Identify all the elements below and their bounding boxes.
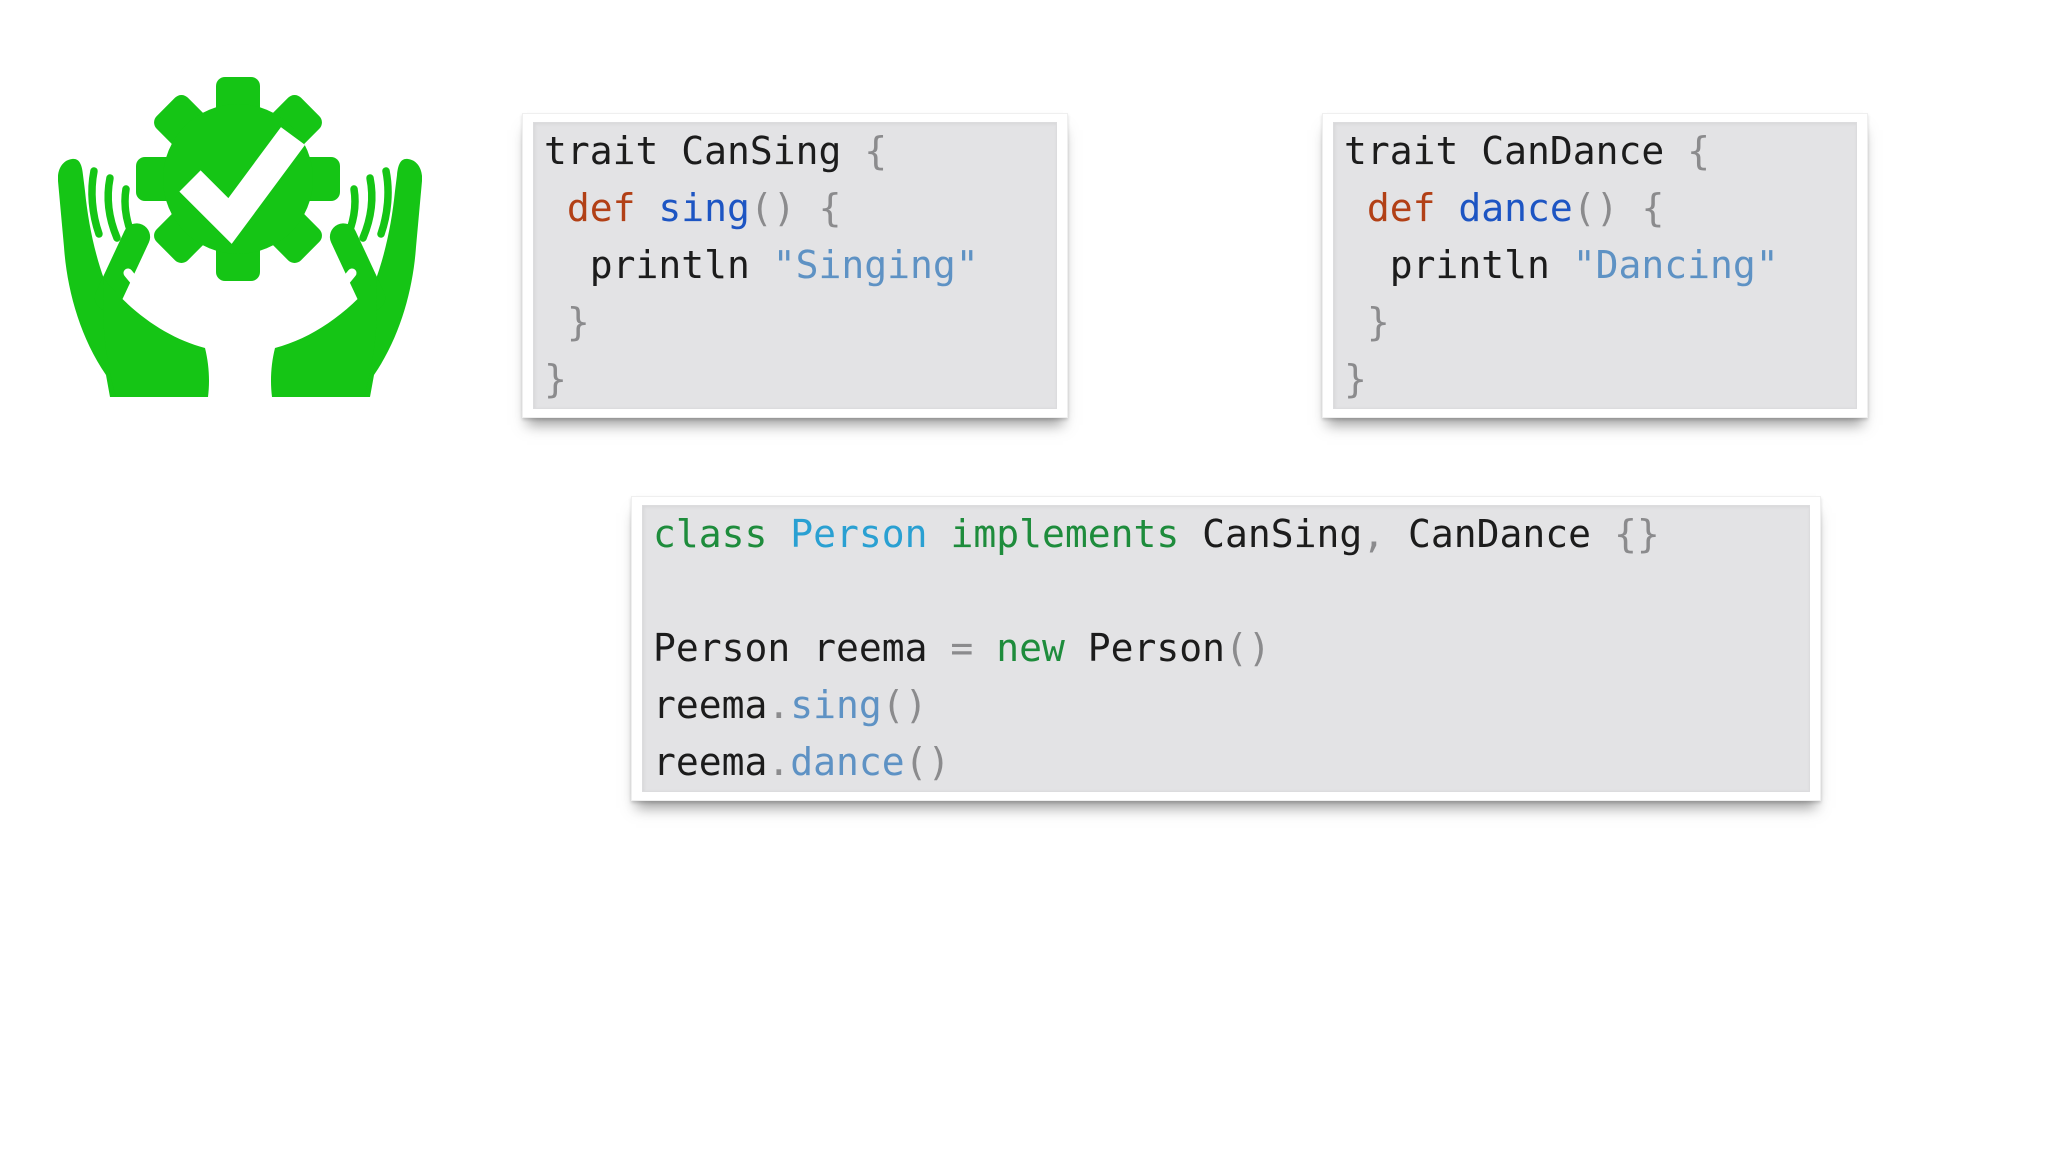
code-box-can-dance-surface: trait CanDance { def dance() { println "… <box>1333 122 1857 409</box>
code-token: { <box>864 129 888 173</box>
code-snippet-person: class Person implements CanSing, CanDanc… <box>653 506 1799 791</box>
code-token: CanDance <box>1385 512 1614 556</box>
code-token: , <box>1362 512 1386 556</box>
code-token <box>544 186 567 230</box>
code-token: } <box>1344 357 1367 401</box>
code-token <box>1436 186 1459 230</box>
code-token: . <box>767 740 791 784</box>
code-token: () <box>1572 186 1619 230</box>
code-token: "Singing" <box>772 243 979 287</box>
code-token: () <box>749 186 796 230</box>
code-token: dance <box>1458 186 1573 230</box>
code-token: . <box>767 683 791 727</box>
code-token: trait CanDance <box>1344 129 1688 173</box>
code-token: "Dancing" <box>1572 243 1779 287</box>
code-token: = <box>950 626 974 670</box>
code-box-can-sing-surface: trait CanSing { def sing() { println "Si… <box>533 122 1057 409</box>
code-token: Person reema <box>653 626 951 670</box>
code-token <box>928 512 951 556</box>
code-box-person-surface: class Person implements CanSing, CanDanc… <box>642 505 1810 792</box>
code-token: { <box>1687 129 1711 173</box>
code-token: reema <box>653 683 768 727</box>
hands-holding-gear-check-icon <box>58 77 422 400</box>
code-token: } <box>544 357 567 401</box>
gear-shape <box>136 77 340 281</box>
code-token: trait CanSing <box>544 129 865 173</box>
code-token: } <box>1344 300 1390 344</box>
code-token: class <box>653 512 768 556</box>
code-token: () <box>881 683 928 727</box>
code-token: Person <box>1064 626 1225 670</box>
code-token: dance <box>790 740 905 784</box>
code-token: sing <box>658 186 750 230</box>
code-box-can-sing: trait CanSing { def sing() { println "Si… <box>522 113 1068 418</box>
code-token <box>973 626 996 670</box>
code-token <box>796 186 819 230</box>
code-token: def <box>1366 186 1436 230</box>
code-box-can-dance: trait CanDance { def dance() { println "… <box>1322 113 1868 418</box>
code-box-person: class Person implements CanSing, CanDanc… <box>631 496 1821 801</box>
code-token: implements <box>950 512 1180 556</box>
code-token: reema <box>653 740 768 784</box>
code-snippet-can-sing: trait CanSing { def sing() { println "Si… <box>544 123 1046 408</box>
code-token: () <box>904 740 951 784</box>
checkmark-glyph <box>179 127 306 244</box>
code-token: } <box>544 300 590 344</box>
code-token: println <box>544 243 773 287</box>
code-snippet-can-dance: trait CanDance { def dance() { println "… <box>1344 123 1846 408</box>
code-token: sing <box>790 683 882 727</box>
code-token: Person <box>790 512 928 556</box>
code-token: println <box>1344 243 1573 287</box>
code-token <box>1619 186 1642 230</box>
code-token: CanSing <box>1179 512 1363 556</box>
code-token <box>1344 186 1367 230</box>
code-token: { <box>818 186 842 230</box>
code-token: def <box>566 186 636 230</box>
code-token <box>767 512 790 556</box>
code-token: { <box>1641 186 1665 230</box>
code-token: () <box>1225 626 1271 670</box>
code-token: new <box>996 626 1065 670</box>
code-token <box>636 186 659 230</box>
code-token: {} <box>1613 512 1660 556</box>
